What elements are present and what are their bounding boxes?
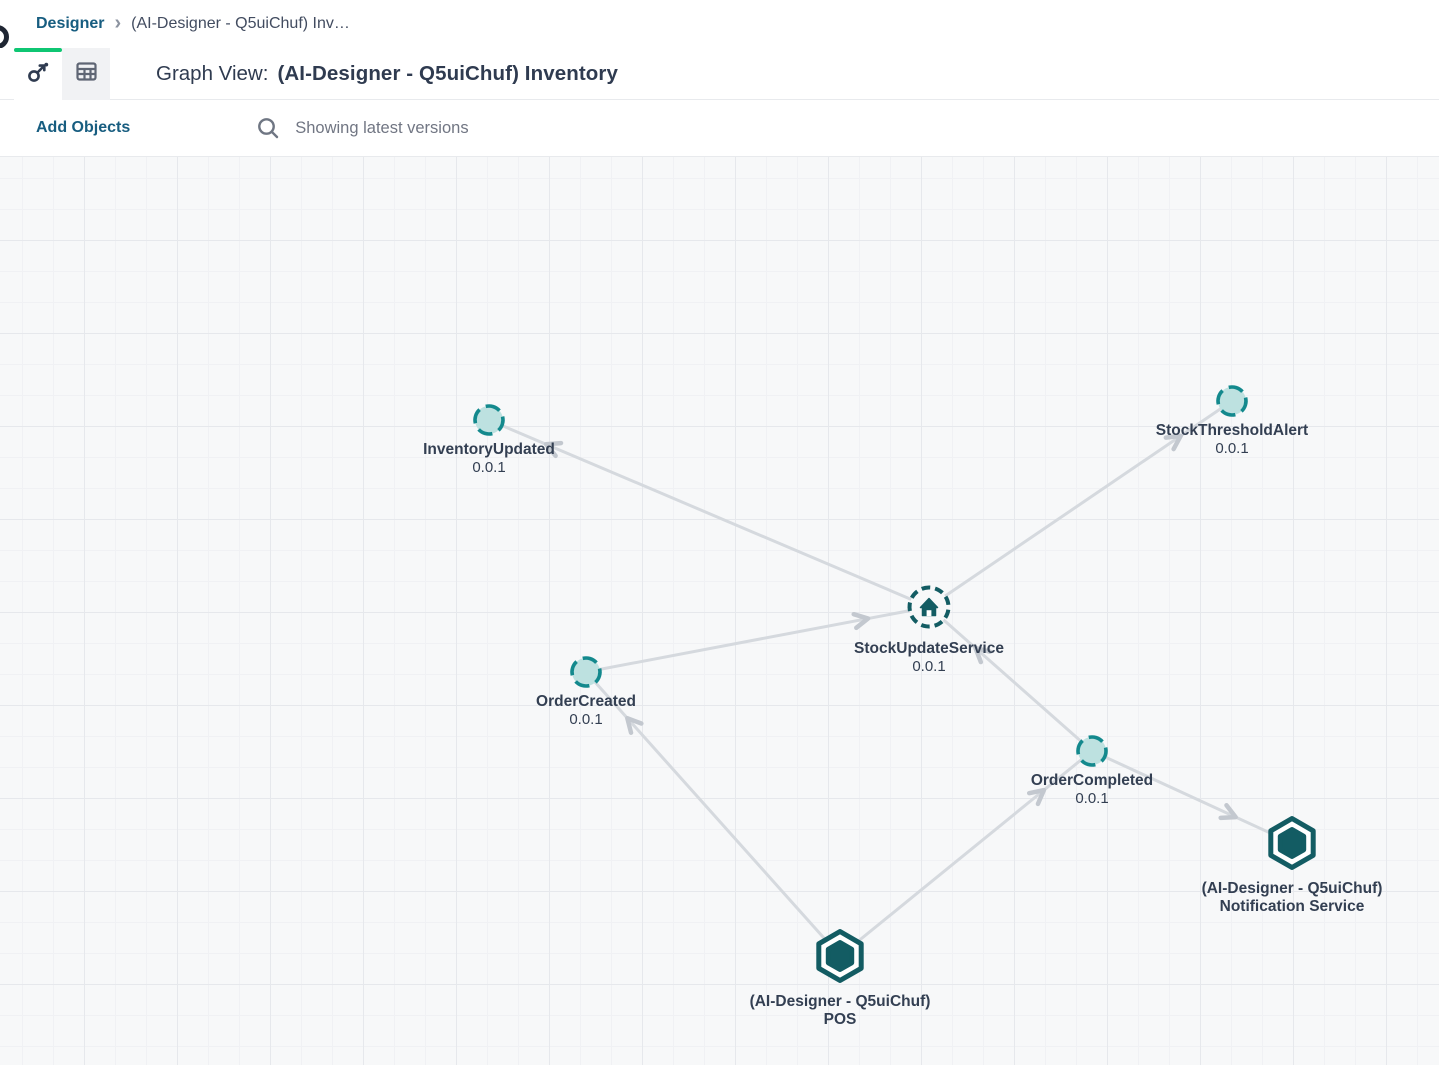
- node-notification-service[interactable]: (AI-Designer - Q5uiChuf)Notification Ser…: [1202, 816, 1383, 916]
- node-label: 0.0.1: [472, 459, 505, 476]
- node-label: 0.0.1: [1215, 440, 1248, 457]
- page-title-prefix: Graph View:: [156, 62, 269, 85]
- node-label: 0.0.1: [1075, 790, 1108, 807]
- graph-icon: [26, 60, 50, 89]
- edge-order-completed-to-stock-update-service: [928, 605, 1093, 753]
- node-label: 0.0.1: [569, 711, 602, 728]
- arrowhead-icon: [625, 715, 644, 735]
- tab-graph-view[interactable]: [14, 48, 62, 100]
- breadcrumb: Designer › (AI-Designer - Q5uiChuf) Inv…: [0, 0, 1439, 49]
- node-label: 0.0.1: [912, 658, 945, 675]
- arrowhead-icon: [1026, 787, 1047, 807]
- hexagon-core: [1277, 827, 1307, 859]
- clipped-avatar-badge: [0, 25, 9, 49]
- edge-order-created-to-stock-update-service: [585, 605, 930, 674]
- search-icon: [255, 115, 281, 141]
- chevron-right-icon: ›: [114, 11, 122, 34]
- view-tab-bar: Graph View: (AI-Designer - Q5uiChuf) Inv…: [0, 48, 1439, 100]
- tab-table-view[interactable]: [62, 48, 110, 100]
- node-label: InventoryUpdated: [423, 441, 555, 458]
- home-door: [926, 610, 932, 617]
- page-title-name: (AI-Designer - Q5uiChuf) Inventory: [277, 62, 618, 85]
- add-objects-button[interactable]: Add Objects: [36, 119, 131, 136]
- home-icon: [919, 597, 939, 617]
- event-circle-icon: [1216, 385, 1248, 417]
- edge-pos-to-order-created: [584, 671, 842, 957]
- edge-stock-update-service-to-inventory-updated: [488, 418, 930, 609]
- arrowhead-icon: [851, 611, 871, 631]
- node-label: Notification Service: [1220, 898, 1365, 915]
- search-input[interactable]: [295, 118, 716, 138]
- graph-svg: InventoryUpdated0.0.1StockThresholdAlert…: [423, 384, 1383, 1029]
- arrowhead-icon: [973, 645, 993, 665]
- node-label: (AI-Designer - Q5uiChuf): [1202, 880, 1383, 897]
- search-box: [255, 115, 716, 141]
- active-tab-indicator: [14, 48, 62, 52]
- node-label: OrderCompleted: [1031, 772, 1153, 789]
- node-pos[interactable]: (AI-Designer - Q5uiChuf)POS: [750, 929, 931, 1029]
- edge-order-completed-to-notification-service: [1091, 749, 1293, 845]
- node-label: POS: [824, 1011, 857, 1028]
- event-circle-icon: [473, 404, 505, 436]
- node-label: StockThresholdAlert: [1156, 422, 1308, 439]
- table-icon: [74, 59, 99, 89]
- event-circle-icon: [1076, 735, 1108, 767]
- node-label: (AI-Designer - Q5uiChuf): [750, 993, 931, 1010]
- breadcrumb-root-link[interactable]: Designer: [36, 15, 105, 32]
- graph-toolbar: Add Objects: [0, 100, 1439, 157]
- node-label: OrderCreated: [536, 693, 636, 710]
- arrowhead-icon: [1218, 802, 1238, 821]
- arrowhead-icon: [543, 440, 564, 459]
- breadcrumb-current: (AI-Designer - Q5uiChuf) Inv…: [131, 15, 350, 32]
- edge-pos-to-order-completed: [839, 749, 1093, 958]
- page-title: Graph View: (AI-Designer - Q5uiChuf) Inv…: [156, 48, 618, 100]
- node-label: StockUpdateService: [854, 640, 1004, 657]
- event-circle-icon: [570, 656, 602, 688]
- arrowhead-icon: [1163, 433, 1183, 452]
- hexagon-core: [825, 940, 855, 972]
